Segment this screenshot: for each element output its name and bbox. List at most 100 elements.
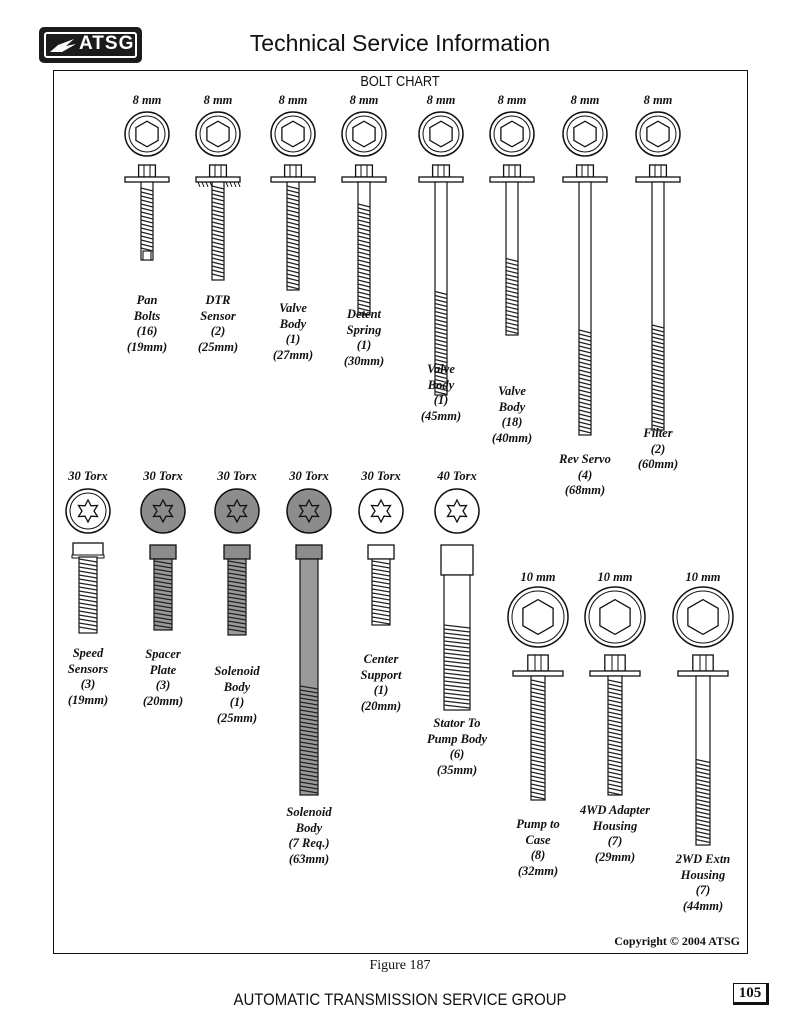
bolt-16-drawing xyxy=(584,586,646,796)
bolt-caption-line: (63mm) xyxy=(288,851,330,866)
bolt-size-label: 8 mm xyxy=(203,93,233,107)
bolt-caption-line: 4WD Adapter xyxy=(579,803,651,817)
copyright: Copyright © 2004 ATSG xyxy=(614,934,740,948)
bolt-chart-frame xyxy=(53,70,748,954)
bolt-caption-line: (27mm) xyxy=(272,347,314,362)
bolt-caption-line: (1) xyxy=(356,338,372,352)
bolt-caption-line: (20mm) xyxy=(360,698,402,713)
bolt-size-label: 8 mm xyxy=(349,93,379,107)
bolt-caption-line: Filter xyxy=(643,426,673,440)
bolt-caption-line: (1) xyxy=(373,683,389,697)
bolt-caption-line: Body xyxy=(279,316,307,331)
bolt-caption-line: (44mm) xyxy=(682,898,724,913)
bolt-size-label: 30 Torx xyxy=(143,469,183,483)
bolt-12-drawing xyxy=(286,488,332,796)
bolt-caption-line: 2WD Extn xyxy=(675,852,731,866)
bolt-1-drawing xyxy=(124,111,170,261)
bolt-17-drawing xyxy=(672,586,734,846)
bolt-10-drawing xyxy=(140,488,186,631)
bolt-caption-line: DTR xyxy=(205,293,231,307)
bolt-size-label: 8 mm xyxy=(643,93,673,107)
bolt-caption-line: (3) xyxy=(80,677,96,691)
bolt-caption-line: (68mm) xyxy=(564,483,606,497)
bolt-caption-line: Pan xyxy=(136,293,158,307)
bolt-caption-line: (3) xyxy=(155,678,171,692)
bolt-caption-line: Case xyxy=(525,832,551,847)
footer-org: AUTOMATIC TRANSMISSION SERVICE GROUP xyxy=(233,990,567,1009)
eagle-icon xyxy=(50,39,76,52)
bolt-caption-line: Rev Servo xyxy=(559,452,611,466)
page-number: 105 xyxy=(733,983,769,1005)
page-title: Technical Service Information xyxy=(249,30,551,56)
bolt-caption-line: (2) xyxy=(210,324,226,338)
bolt-size-label: 8 mm xyxy=(570,93,600,107)
bolt-5-drawing xyxy=(418,111,464,396)
bolt-size-label: 40 Torx xyxy=(437,469,477,483)
bolt-caption-line: Sensor xyxy=(200,308,236,323)
bolt-14-drawing xyxy=(434,488,480,711)
bolt-size-label: 10 mm xyxy=(597,570,633,584)
bolt-size-label: 10 mm xyxy=(520,570,556,584)
bolt-caption-line: (30mm) xyxy=(343,353,385,368)
bolt-caption-line: Sensors xyxy=(67,661,109,676)
bolt-caption-line: (35mm) xyxy=(436,762,478,777)
bolt-caption: Rev Servo(4)(68mm) xyxy=(535,452,635,499)
bolt-caption-line: (19mm) xyxy=(67,692,109,707)
bolt-caption-line: Detent xyxy=(346,307,382,321)
bolt-9-drawing xyxy=(65,488,111,634)
bolt-caption-line: Body xyxy=(223,679,251,694)
bolt-8-drawing xyxy=(635,111,681,431)
bolt-caption-line: Body xyxy=(427,377,455,392)
bolt-caption-line: (8) xyxy=(530,848,546,862)
bolt-caption-line: (1) xyxy=(229,695,245,709)
bolt-size-label: 30 Torx xyxy=(361,469,401,483)
bolt-caption-line: (45mm) xyxy=(420,408,462,423)
bolt-caption-line: (7) xyxy=(607,834,623,848)
bolt-caption-line: Housing xyxy=(680,867,726,882)
bolt-caption-line: (2) xyxy=(650,441,666,456)
bolt-caption-line: Body xyxy=(295,820,323,835)
bolt-size-label: 8 mm xyxy=(426,93,456,107)
bolt-13-drawing xyxy=(358,488,404,626)
bolt-caption-line: (7 Req.) xyxy=(288,836,330,850)
bolt-3-drawing xyxy=(270,111,316,291)
bolt-size-label: 8 mm xyxy=(497,93,527,107)
bolt-6-drawing xyxy=(489,111,535,336)
bolt-caption-line: (32mm) xyxy=(517,863,559,878)
bolt-caption-line: Bolts xyxy=(133,308,161,323)
bolt-caption-line: (19mm) xyxy=(126,339,168,354)
bolt-caption-line: (25mm) xyxy=(216,710,258,725)
bolt-caption-line: (6) xyxy=(449,747,465,761)
figure-label: Figure 187 xyxy=(369,958,431,973)
bolt-caption-line: Center xyxy=(363,652,399,666)
bolt-caption-line: (16) xyxy=(136,324,158,338)
bolt-caption-line: Solenoid xyxy=(286,805,332,819)
bolt-caption-line: (20mm) xyxy=(142,693,184,708)
bolt-caption-line: (1) xyxy=(285,332,301,346)
bolt-caption-line: (40mm) xyxy=(491,430,533,445)
bolt-size-label: 8 mm xyxy=(132,93,162,107)
bolt-caption-line: Valve xyxy=(498,384,526,398)
bolt-caption-line: (18) xyxy=(501,415,523,429)
bolt-caption-line: Valve xyxy=(427,362,455,376)
chart-title: BOLT CHART xyxy=(360,73,440,90)
bolt-caption-line: Housing xyxy=(592,818,638,833)
bolt-caption-line: (4) xyxy=(577,467,593,482)
bolt-caption-line: Spring xyxy=(346,322,382,337)
bolt-15-drawing xyxy=(507,586,569,801)
bolt-caption-line: Pump Body xyxy=(426,731,488,746)
bolt-size-label: 8 mm xyxy=(278,93,308,107)
bolt-size-label: 30 Torx xyxy=(289,469,329,483)
